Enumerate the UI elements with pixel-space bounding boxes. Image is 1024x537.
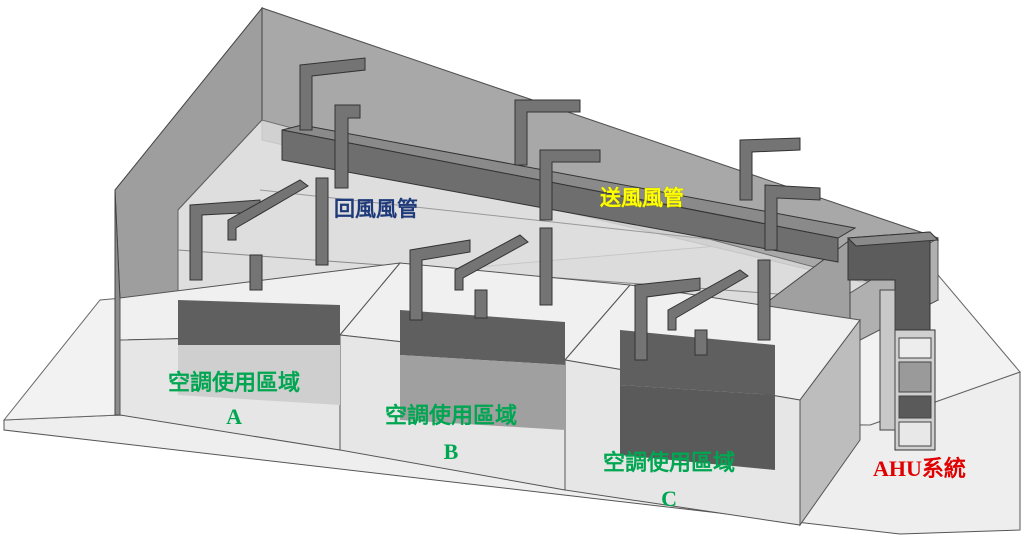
- return-duct-label-text: 回風風管: [334, 196, 418, 221]
- return-duct-branch-1: [189, 57, 366, 291]
- zone-b-band: [400, 310, 565, 365]
- zone-c-name: 空調使用區域: [603, 450, 736, 476]
- supply-duct-label-text: 送風風管: [600, 185, 684, 210]
- return-duct-branch-3: [634, 137, 821, 361]
- zone-c-label: 空調使用區域 C: [603, 452, 735, 510]
- ahu-unit: [879, 289, 936, 451]
- return-duct-branch-2: [409, 99, 601, 321]
- supply-duct-main-side: [281, 129, 839, 263]
- ahu-system-label: AHU系統: [873, 456, 966, 482]
- zone-b-letter: B: [443, 439, 459, 464]
- ahu-label-cn: 系統: [921, 456, 966, 482]
- ahu-duct-top: [846, 231, 940, 247]
- zone-a-band: [178, 300, 340, 345]
- ahu-label-en: AHU: [873, 456, 922, 481]
- zone-a-name: 空調使用區域: [168, 370, 301, 396]
- zone-c-side: [799, 318, 861, 527]
- zone-c-letter: C: [661, 486, 677, 511]
- zone-b-name: 空調使用區域: [385, 403, 518, 429]
- zone-b-back-band: [400, 355, 565, 430]
- zone-a-back-band: [178, 345, 340, 405]
- return-duct-label: 回風風管: [334, 198, 418, 219]
- zone-c-band: [620, 330, 775, 395]
- supply-duct-label: 送風風管: [600, 187, 684, 208]
- zone-b-label: 空調使用區域 B: [385, 405, 517, 463]
- zone-a-letter: A: [226, 404, 242, 429]
- zone-c-back-band: [620, 385, 775, 470]
- zone-a-label: 空調使用區域 A: [168, 372, 300, 428]
